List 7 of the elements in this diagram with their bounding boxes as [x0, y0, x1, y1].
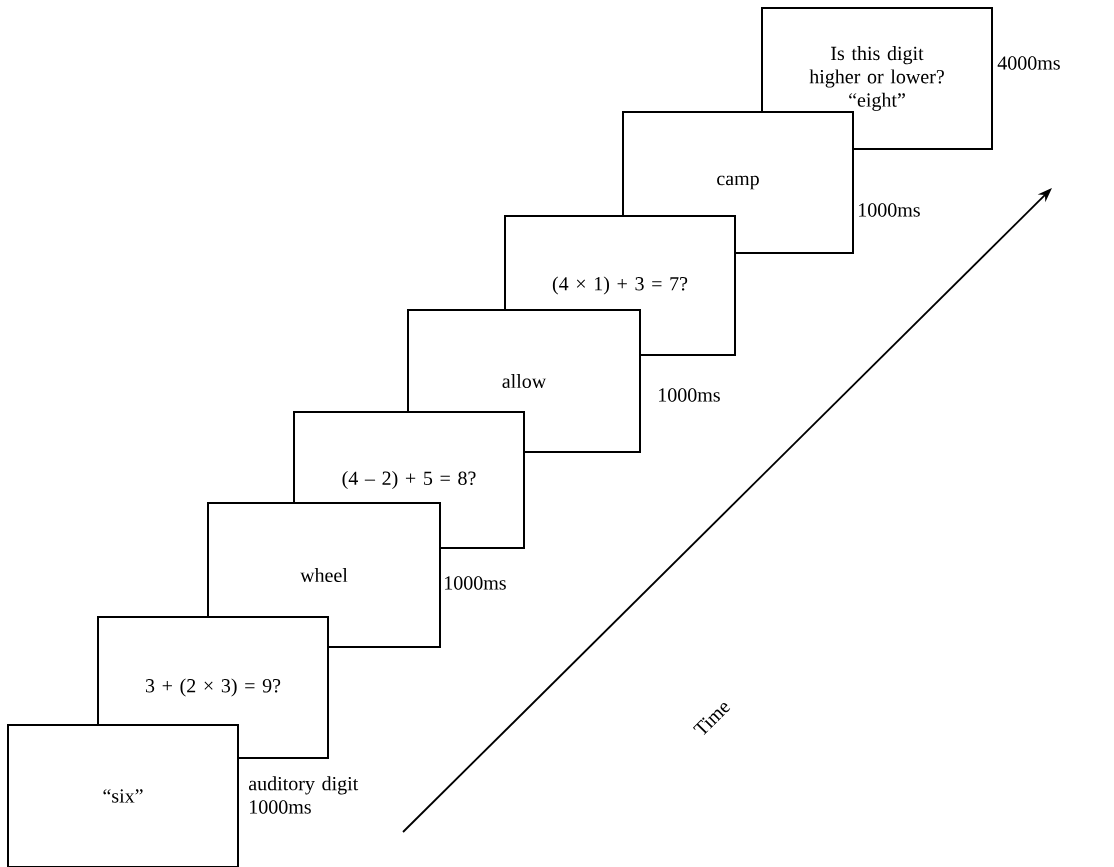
- duration-label: 1000ms: [859, 203, 920, 217]
- duration-label: 4000ms: [997, 56, 1060, 70]
- stimulus-screen: “six”: [7, 724, 239, 867]
- duration-label: 1000ms: [445, 576, 506, 590]
- axis-label: Time: [692, 703, 731, 736]
- duration-label: 1000ms: [659, 388, 720, 402]
- duration-label: auditory digit 1000ms: [249, 776, 359, 814]
